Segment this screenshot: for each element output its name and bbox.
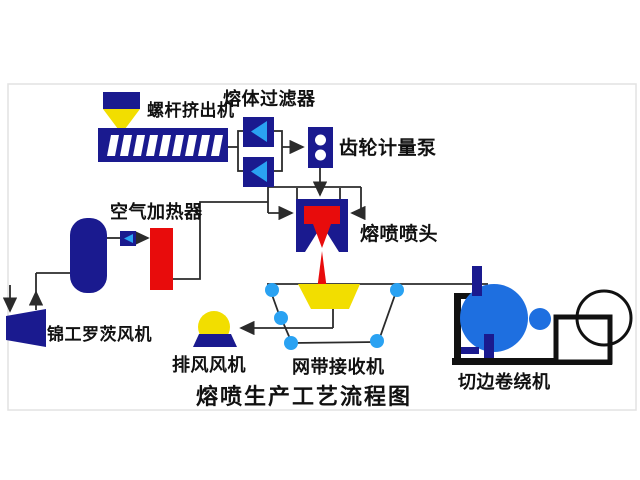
winder-stand — [553, 314, 613, 365]
spinneret-head — [296, 199, 348, 290]
winder-frame-arm — [454, 293, 474, 299]
label-air-heater: 空气加热器 — [110, 201, 203, 222]
belt-collector — [265, 283, 404, 350]
diagram-title: 熔喷生产工艺流程图 — [196, 384, 412, 409]
fan-base — [193, 334, 237, 347]
exhaust-fan — [193, 311, 237, 347]
melt-filter — [243, 117, 274, 187]
filter-chevron-bottom — [251, 161, 267, 182]
label-winder: 切边卷绕机 — [458, 371, 551, 392]
trimming-winder — [452, 266, 633, 365]
belt-roller — [370, 334, 384, 348]
label-melt-filter: 熔体过滤器 — [223, 88, 316, 109]
fiber-spray — [317, 251, 327, 290]
label-exhaust-fan: 排风风机 — [172, 354, 246, 375]
air-heater — [150, 228, 173, 290]
label-spinneret: 熔喷喷头 — [360, 222, 438, 245]
pump-body — [308, 127, 333, 168]
nip-roller — [529, 308, 551, 330]
filter-chevron-top — [251, 121, 267, 142]
pump-gear-bottom — [315, 149, 326, 161]
screw-flights — [107, 135, 223, 156]
hopper-top — [103, 92, 140, 109]
screw-extruder — [98, 92, 228, 162]
die-tip — [304, 206, 340, 248]
belt-roller — [390, 283, 404, 297]
empty-roll — [575, 289, 633, 347]
winder-frame-post — [454, 293, 461, 363]
belt-roller — [284, 336, 298, 350]
air-tank — [70, 218, 107, 293]
winder-bar — [461, 347, 479, 354]
wound-roll — [460, 284, 528, 352]
winder-base — [452, 358, 612, 365]
belt-roller — [265, 283, 279, 297]
air-supply — [6, 218, 173, 347]
valve-chevron — [124, 234, 133, 243]
label-extruder: 螺杆挤出机 — [147, 100, 235, 120]
pump-gear-top — [315, 134, 326, 146]
belt-roller — [274, 311, 288, 325]
web-on-belt — [298, 284, 360, 309]
hopper-funnel — [103, 109, 140, 129]
roots-blower — [6, 309, 46, 347]
label-roots-blower: 锦工罗茨风机 — [47, 324, 152, 344]
gear-metering-pump — [308, 127, 333, 168]
label-belt-collector: 网带接收机 — [292, 356, 385, 377]
trim-knife-bottom — [484, 334, 494, 358]
label-gear-pump: 齿轮计量泵 — [339, 136, 437, 159]
trim-knife-top — [472, 266, 482, 296]
